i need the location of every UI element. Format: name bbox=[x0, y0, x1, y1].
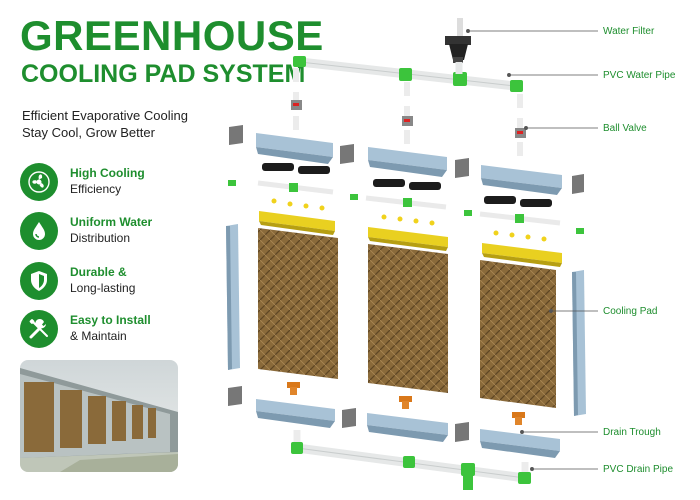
callout-pvc-drain-pipe: PVC Drain Pipe bbox=[603, 464, 674, 475]
subtitle-line-2: Stay Cool, Grow Better bbox=[22, 125, 155, 140]
subtitle-line-1: Efficient Evaporative Cooling bbox=[22, 108, 188, 123]
yellow-distributors bbox=[259, 211, 584, 267]
distribution-pipes bbox=[228, 180, 561, 226]
pvc-water-pipe bbox=[293, 56, 523, 92]
feature-durable: Durable & Long-lasting bbox=[20, 262, 200, 302]
drain-troughs bbox=[256, 399, 560, 458]
feature-text: Long-lasting bbox=[70, 281, 136, 295]
side-profiles bbox=[226, 224, 586, 416]
feature-text: & Maintain bbox=[70, 329, 127, 343]
fan-icon bbox=[20, 163, 58, 201]
top-troughs bbox=[256, 133, 562, 195]
feature-title: Easy to Install bbox=[70, 313, 151, 327]
water-drop-icon bbox=[20, 212, 58, 250]
feature-uniform-water: Uniform Water Distribution bbox=[20, 212, 200, 252]
callout-lines bbox=[466, 29, 598, 471]
ball-valves bbox=[291, 100, 526, 138]
bottom-brackets bbox=[228, 386, 469, 442]
orange-outlets bbox=[287, 382, 525, 425]
water-filter bbox=[445, 18, 471, 63]
title-line-2: COOLING PAD SYSTEM bbox=[21, 60, 306, 88]
title-line-1: GREENHOUSE bbox=[20, 12, 324, 59]
callout-drain-trough: Drain Trough bbox=[603, 427, 661, 438]
tools-icon bbox=[20, 310, 58, 348]
shield-icon bbox=[20, 262, 58, 300]
feature-text: Efficiency bbox=[70, 182, 122, 196]
pvc-drain-pipe bbox=[291, 430, 531, 490]
feature-text: Distribution bbox=[70, 231, 131, 245]
feature-title: High Cooling bbox=[70, 166, 145, 180]
callout-cooling-pad: Cooling Pad bbox=[603, 306, 658, 317]
feature-high-cooling: High Cooling Efficiency bbox=[20, 163, 200, 203]
top-brackets bbox=[229, 125, 584, 194]
feature-easy-install: Easy to Install & Maintain bbox=[20, 310, 200, 350]
cooling-pads bbox=[258, 228, 556, 408]
greenhouse-photo bbox=[20, 360, 178, 472]
feature-title: Durable & bbox=[70, 265, 127, 279]
callout-water-filter: Water Filter bbox=[603, 26, 655, 37]
yellow-nozzles bbox=[271, 198, 547, 242]
callout-pvc-water-pipe: PVC Water Pipe bbox=[603, 70, 676, 81]
callout-ball-valve: Ball Valve bbox=[603, 123, 647, 134]
feature-title: Uniform Water bbox=[70, 215, 153, 229]
black-couplers bbox=[262, 163, 552, 207]
